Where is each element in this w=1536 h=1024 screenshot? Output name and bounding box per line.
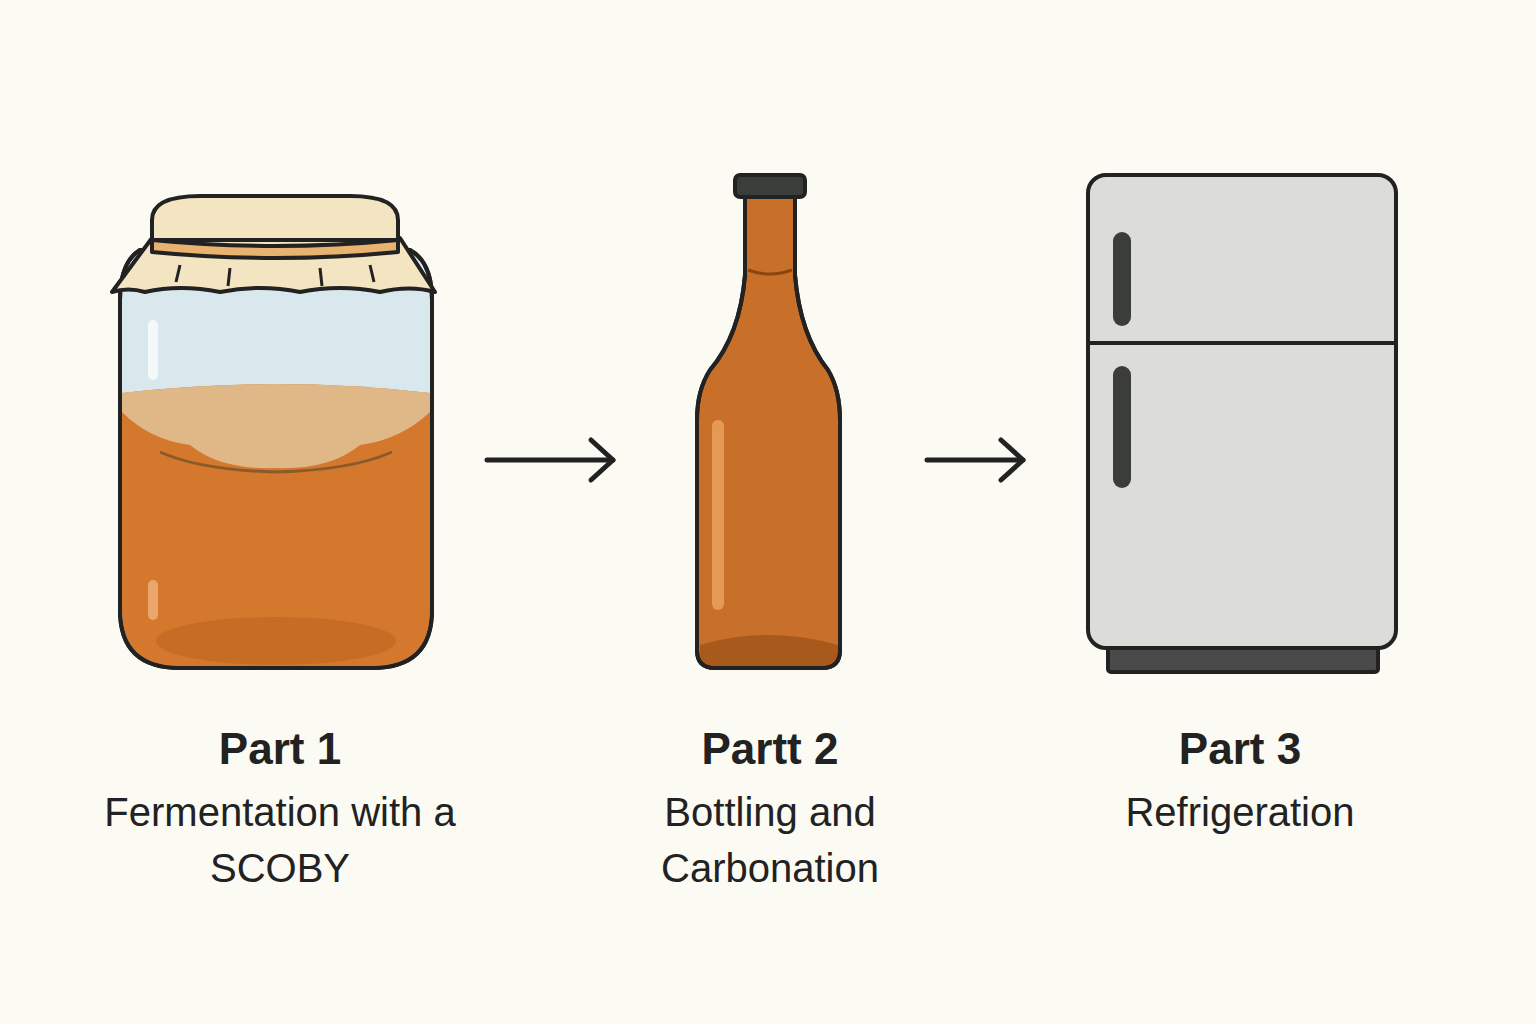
step-description: Bottling and Carbonation (630, 784, 910, 896)
step-description: Fermentation with a SCOBY (90, 784, 470, 896)
step-description: Refrigeration (1040, 784, 1440, 840)
step-title: Partt 2 (630, 722, 910, 776)
fridge-illustration (1088, 175, 1396, 672)
step-title: Part 3 (1040, 722, 1440, 776)
step-node: Part 1 Fermentation with a SCOBY (90, 170, 470, 896)
jar-illustration (112, 196, 435, 668)
step-title: Part 1 (90, 722, 470, 776)
flow-arrow (927, 440, 1023, 480)
step-node: Part 3 Refrigeration (1040, 170, 1440, 840)
step-node: Partt 2 Bottling and Carbonation (630, 170, 910, 896)
flow-arrow (487, 440, 613, 480)
bottle-illustration (697, 175, 840, 668)
